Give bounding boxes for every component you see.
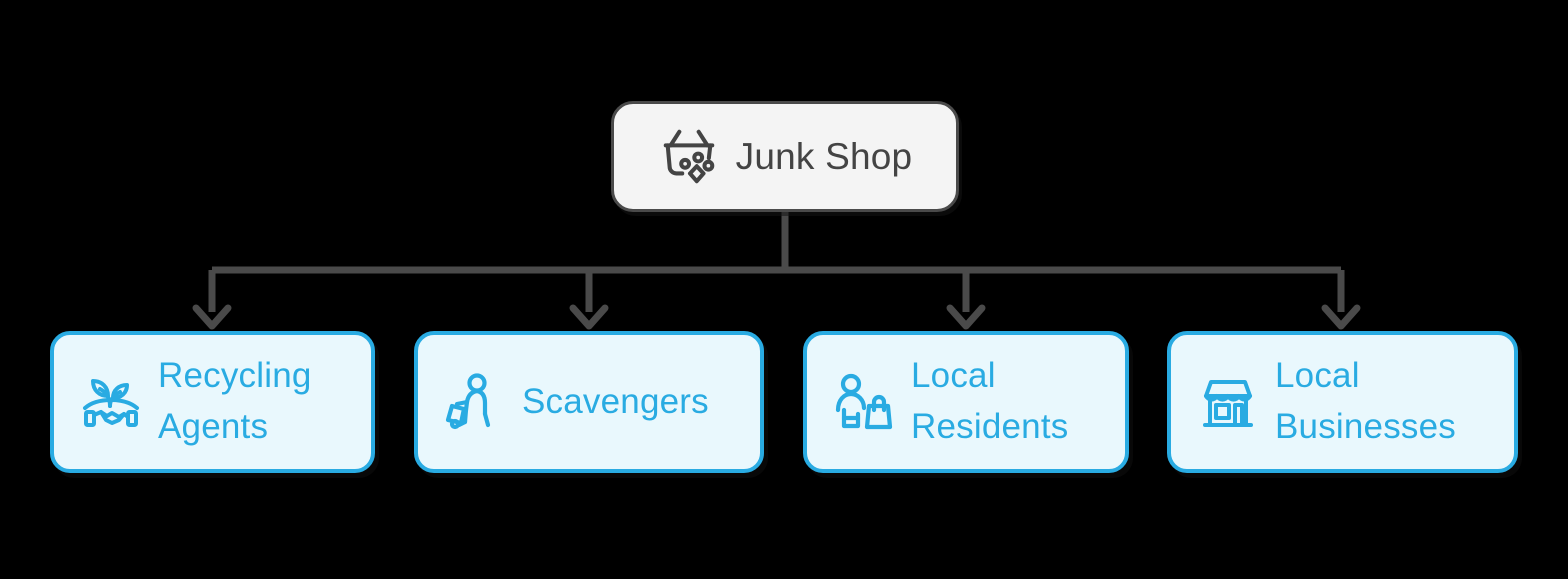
node-label: Local Businesses bbox=[1275, 356, 1456, 446]
node-label: Local Residents bbox=[911, 356, 1069, 446]
eco-handshake-icon bbox=[78, 369, 144, 435]
arrowhead-3 bbox=[1321, 304, 1361, 330]
arrowhead-2 bbox=[946, 304, 986, 330]
node-recycling-agents[interactable]: Recycling Agents bbox=[50, 331, 375, 473]
shopping-basket-icon bbox=[658, 126, 720, 188]
node-local-residents[interactable]: Local Residents bbox=[803, 331, 1129, 473]
arrowhead-0 bbox=[192, 304, 232, 330]
person-pushing-cart-icon bbox=[442, 369, 508, 435]
node-junk-shop[interactable]: Junk Shop bbox=[611, 101, 959, 212]
node-scavengers[interactable]: Scavengers bbox=[414, 331, 764, 473]
person-with-shopping-bag-icon bbox=[831, 369, 897, 435]
arrowhead-1 bbox=[569, 304, 609, 330]
node-label: Recycling Agents bbox=[158, 356, 312, 446]
node-local-businesses[interactable]: Local Businesses bbox=[1167, 331, 1518, 473]
storefront-icon bbox=[1195, 369, 1261, 435]
node-label: Junk Shop bbox=[735, 135, 913, 177]
node-label: Scavengers bbox=[522, 381, 709, 421]
